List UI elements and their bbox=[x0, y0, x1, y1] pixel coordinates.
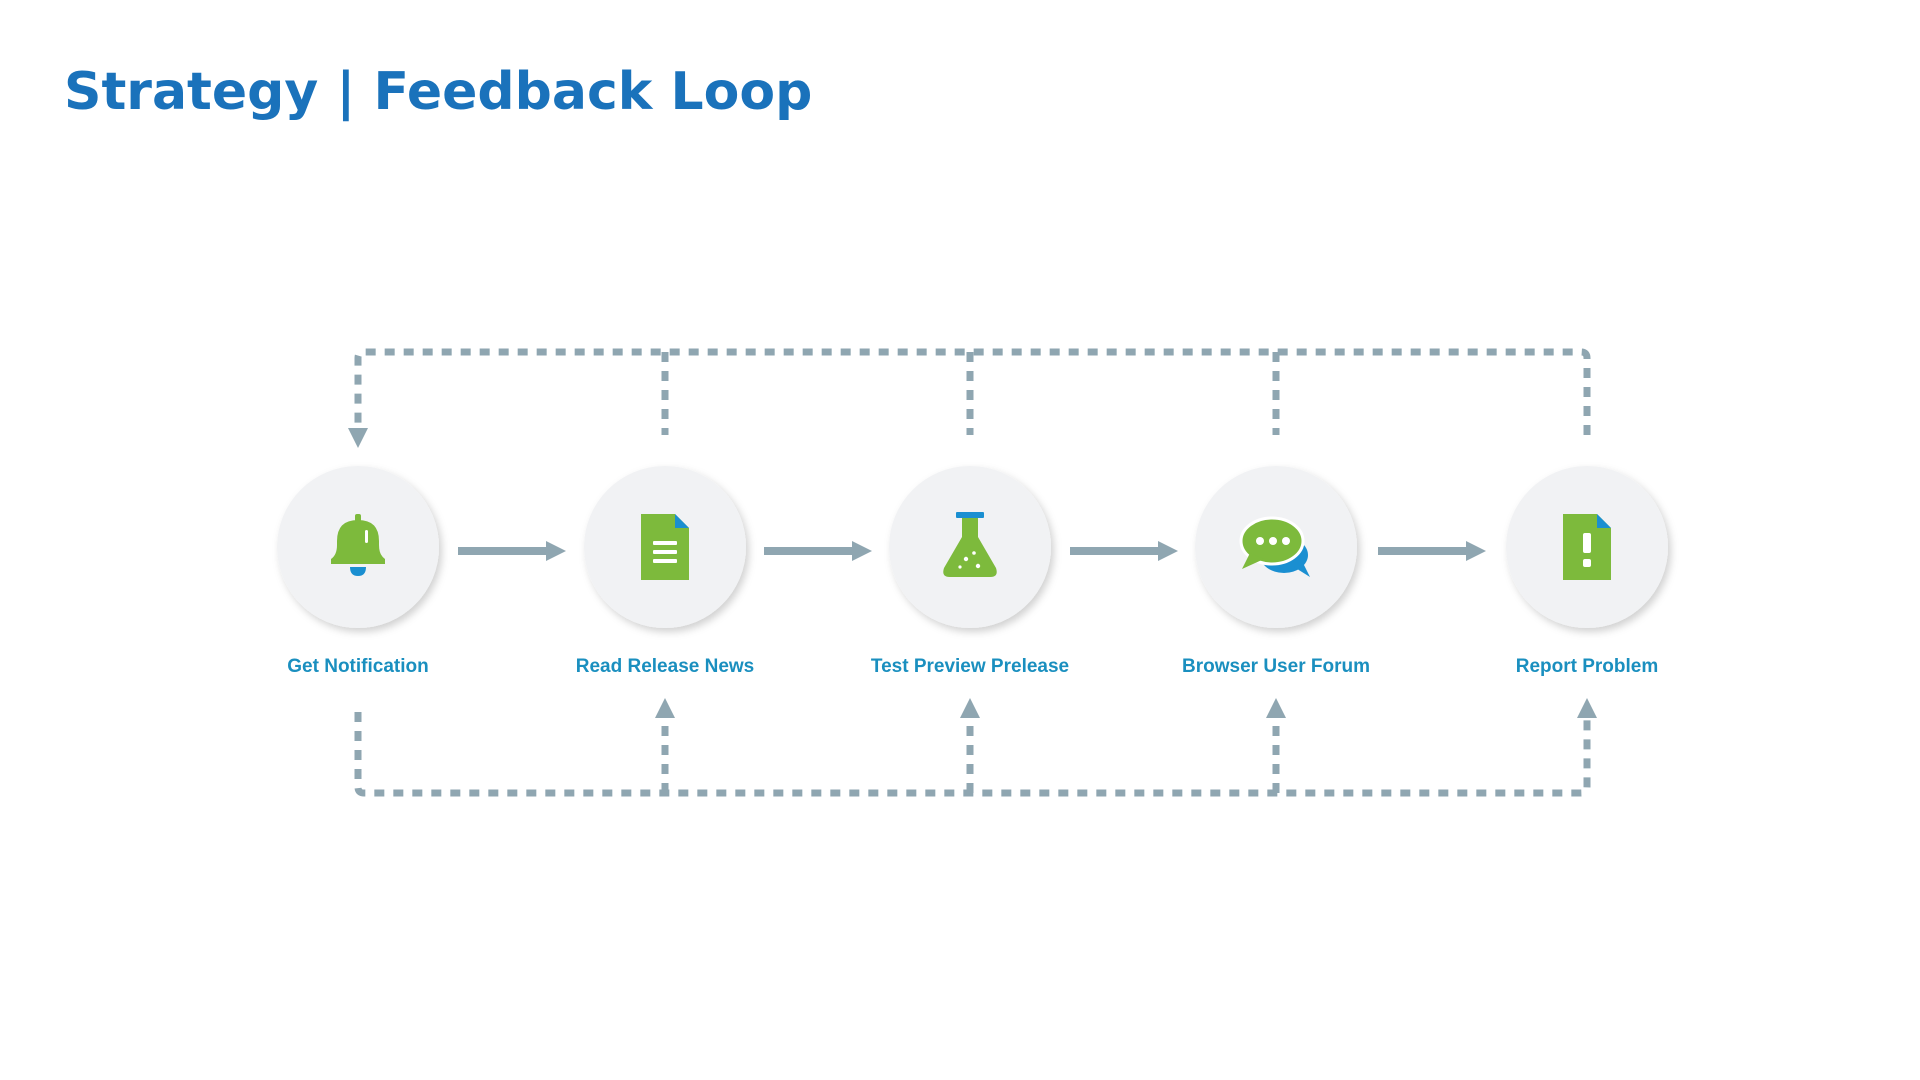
bottom-loop-arrowhead-2 bbox=[655, 698, 675, 718]
bottom-feedback-loop bbox=[354, 698, 1597, 797]
forward-arrow-4-head bbox=[1466, 541, 1486, 561]
step-read-release-news: Read Release News bbox=[576, 466, 755, 677]
forward-arrow-3-head bbox=[1158, 541, 1178, 561]
step-label: Report Problem bbox=[1516, 656, 1659, 677]
step-label: Browser User Forum bbox=[1182, 656, 1370, 677]
alert-document-icon bbox=[1563, 514, 1611, 580]
bell-icon bbox=[331, 514, 385, 576]
top-loop-line bbox=[354, 348, 1591, 435]
bottom-loop-arrowhead-3 bbox=[960, 698, 980, 718]
chat-bubbles-icon bbox=[1239, 516, 1310, 577]
step-label: Read Release News bbox=[576, 656, 755, 677]
step-browser-user-forum: Browser User Forum bbox=[1182, 466, 1370, 677]
step-report-problem: Report Problem bbox=[1506, 466, 1668, 677]
bottom-loop-arrowhead-4 bbox=[1266, 698, 1286, 718]
step-label: Test Preview Prelease bbox=[871, 656, 1069, 677]
top-loop-arrowhead bbox=[348, 428, 368, 448]
step-test-preview-prelease: Test Preview Prelease bbox=[871, 466, 1069, 677]
forward-arrow-1-head bbox=[546, 541, 566, 561]
forward-arrows bbox=[458, 541, 1486, 561]
step-get-notification: Get Notification bbox=[277, 466, 439, 677]
forward-arrow-2-head bbox=[852, 541, 872, 561]
document-icon bbox=[641, 514, 689, 580]
step-label: Get Notification bbox=[287, 656, 428, 677]
page-title: Strategy | Feedback Loop bbox=[64, 62, 813, 122]
top-feedback-loop bbox=[348, 348, 1591, 448]
bottom-loop-arrowhead-5 bbox=[1577, 698, 1597, 718]
flask-icon bbox=[943, 512, 997, 577]
